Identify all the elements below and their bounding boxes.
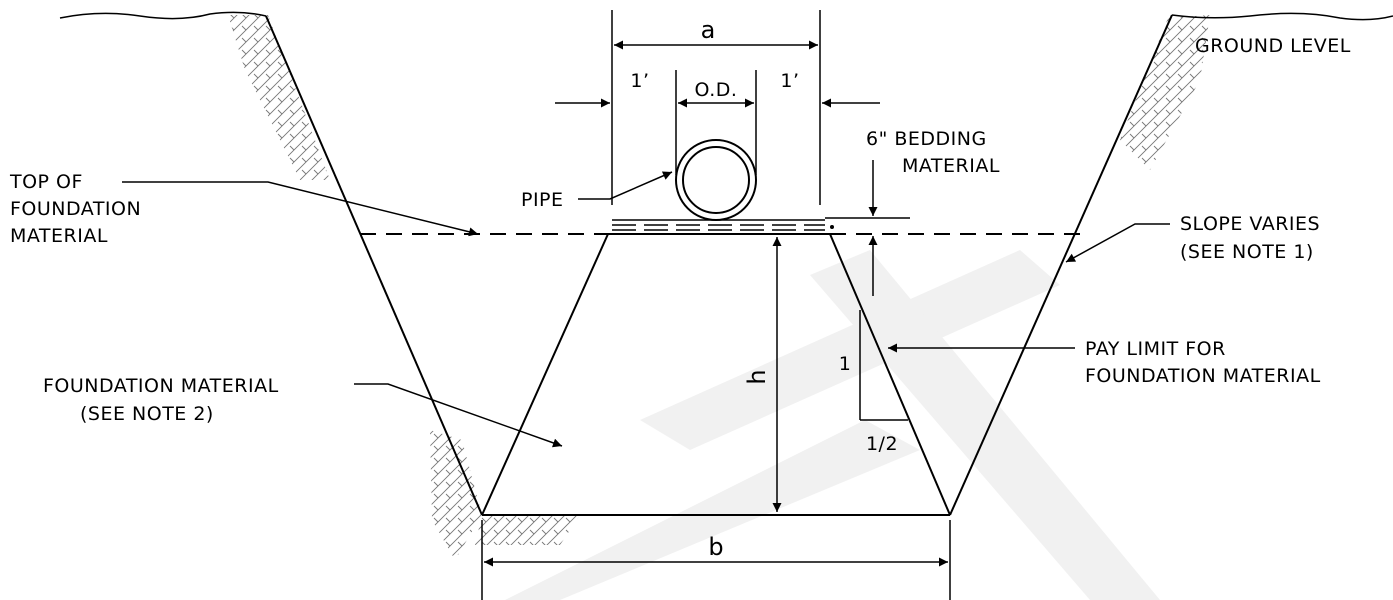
label-pay-limit-2: FOUNDATION MATERIAL bbox=[1085, 365, 1321, 387]
label-foundation-material-1: FOUNDATION MATERIAL bbox=[43, 375, 279, 397]
label-1ft-left: 1’ bbox=[630, 70, 649, 92]
label-slope-rise: 1 bbox=[839, 353, 852, 375]
ground-line-right bbox=[1171, 12, 1393, 21]
label-b: b bbox=[708, 533, 723, 561]
label-top-of-foundation-1: TOP OF bbox=[9, 171, 83, 193]
label-od: O.D. bbox=[695, 79, 738, 101]
label-slope-varies-2: (SEE NOTE 1) bbox=[1180, 241, 1314, 263]
foundation-side-right bbox=[829, 233, 951, 516]
bedding-layer bbox=[612, 219, 834, 231]
label-slope-varies-1: SLOPE VARIES bbox=[1180, 213, 1320, 235]
label-pay-limit-1: PAY LIMIT FOR bbox=[1085, 338, 1226, 360]
trench-wall-left bbox=[265, 15, 483, 516]
foundation-side-left bbox=[481, 233, 609, 516]
label-top-of-foundation-2: FOUNDATION bbox=[10, 198, 141, 220]
pipe-icon bbox=[675, 139, 757, 221]
label-bedding-1: 6" BEDDING bbox=[866, 128, 987, 150]
trench-wall-right bbox=[949, 14, 1173, 516]
leader-slope-varies bbox=[1065, 223, 1170, 263]
label-ground-level: GROUND LEVEL bbox=[1195, 35, 1351, 57]
label-1ft-right: 1’ bbox=[780, 70, 799, 92]
soil-hatching bbox=[228, 15, 1210, 560]
leader-foundation-material bbox=[354, 383, 563, 448]
label-pipe: PIPE bbox=[521, 189, 564, 211]
label-a: a bbox=[701, 16, 716, 44]
label-bedding-2: MATERIAL bbox=[902, 155, 1000, 177]
label-slope-run: 1/2 bbox=[866, 433, 898, 455]
leader-top-of-foundation bbox=[122, 181, 479, 237]
leader-pipe bbox=[578, 171, 673, 200]
ground-line-left bbox=[59, 11, 267, 20]
label-h: h bbox=[743, 369, 771, 384]
watermark-mark bbox=[505, 250, 1160, 600]
label-top-of-foundation-3: MATERIAL bbox=[10, 225, 108, 247]
label-foundation-material-2: (SEE NOTE 2) bbox=[80, 403, 214, 425]
